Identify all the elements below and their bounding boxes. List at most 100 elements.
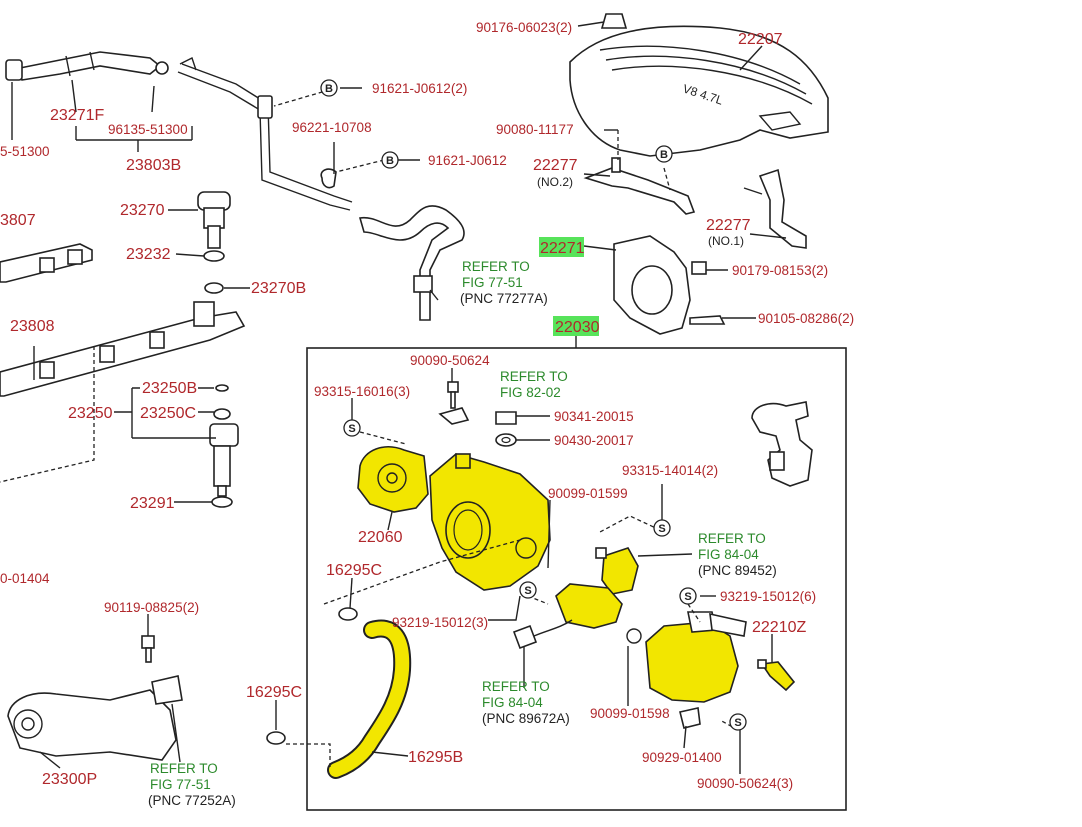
part-label-23808[interactable]: 23808 [10, 318, 55, 335]
part-label-16295c-a[interactable]: 16295C [326, 562, 382, 579]
part-label-90341[interactable]: 90341-20015 [554, 409, 634, 424]
throttle-body-drawing [429, 453, 551, 591]
bolt-90090-drawing [438, 381, 470, 425]
part-label-23232[interactable]: 23232 [126, 246, 171, 263]
part-label-90105[interactable]: 90105-08286(2) [758, 311, 854, 326]
marker-s-2: S [653, 519, 671, 537]
part-label-23271f[interactable]: 23271F [50, 107, 104, 124]
part-label-3807[interactable]: 3807 [0, 212, 36, 229]
part-label-23291[interactable]: 23291 [130, 495, 175, 512]
svg-text:FIG 77-51: FIG 77-51 [462, 275, 523, 290]
refer-block-89672a[interactable]: REFER TO FIG 84-04 (PNC 89672A) [482, 679, 570, 726]
bracket-no2-drawing [583, 157, 696, 215]
marker-s-3: S [519, 581, 537, 599]
part-label-22030[interactable]: 22030 [555, 319, 600, 336]
svg-text:S: S [348, 423, 355, 435]
part-label-16295b[interactable]: 16295B [408, 749, 463, 766]
part-label-22277-no1-sub: (NO.1) [708, 234, 744, 248]
sensor-22210z-drawing [757, 659, 796, 692]
marker-b-2: B [381, 151, 399, 169]
svg-text:FIG 84-04: FIG 84-04 [698, 547, 759, 562]
gasket-drawing [613, 235, 726, 335]
svg-text:(PNC 89452): (PNC 89452) [698, 563, 777, 578]
svg-text:FIG 77-51: FIG 77-51 [150, 777, 211, 792]
part-label-22277-no1[interactable]: 22277 [706, 217, 751, 234]
svg-text:B: B [325, 83, 333, 95]
idle-control-valve-drawing [357, 446, 429, 513]
part-label-01404[interactable]: 0-01404 [0, 571, 50, 586]
svg-text:S: S [734, 717, 741, 729]
part-label-93315-b[interactable]: 93315-14014(2) [622, 463, 718, 478]
clamp-drawing [320, 168, 337, 189]
part-label-90099-a[interactable]: 90099-01599 [548, 486, 628, 501]
part-label-90080[interactable]: 90080-11177 [496, 122, 574, 137]
part-label-23270[interactable]: 23270 [120, 202, 165, 219]
marker-b-3: B [655, 145, 673, 163]
pressure-regulator-drawing [197, 191, 231, 294]
part-label-90119[interactable]: 90119-08825(2) [104, 600, 199, 615]
svg-text:REFER TO: REFER TO [698, 531, 766, 546]
engine-cover-drawing: V8 4.7L [569, 13, 829, 157]
part-label-93219-a[interactable]: 93219-15012(3) [392, 615, 488, 630]
injector-drawing [209, 384, 239, 508]
svg-text:(PNC 77277A): (PNC 77277A) [460, 291, 548, 306]
svg-text:B: B [660, 149, 668, 161]
part-label-90179[interactable]: 90179-08153(2) [732, 263, 828, 278]
fuel-rail-left-drawing [0, 243, 93, 283]
svg-text:(PNC 89672A): (PNC 89672A) [482, 711, 570, 726]
part-label-91621-b[interactable]: 91621-J0612 [428, 153, 507, 168]
fuel-rail-23808-drawing [0, 301, 246, 483]
water-hose-drawing [266, 539, 521, 779]
part-label-93219-b[interactable]: 93219-15012(6) [720, 589, 816, 604]
part-label-22277-no2[interactable]: 22277 [533, 157, 578, 174]
part-label-90929[interactable]: 90929-01400 [642, 750, 722, 765]
svg-text:(PNC 77252A): (PNC 77252A) [148, 793, 236, 808]
part-label-96135[interactable]: 96135-51300 [108, 122, 188, 137]
part-label-5-51300[interactable]: 5-51300 [0, 144, 50, 159]
refer-block-89452[interactable]: REFER TO FIG 84-04 (PNC 89452) [698, 531, 777, 578]
part-label-23250c[interactable]: 23250C [140, 405, 196, 422]
motor-assembly-drawing [645, 611, 747, 729]
part-label-22210z[interactable]: 22210Z [752, 619, 806, 636]
svg-text:S: S [658, 523, 665, 535]
part-label-23250b[interactable]: 23250B [142, 380, 197, 397]
part-label-22207[interactable]: 22207 [738, 31, 783, 48]
part-label-23803b[interactable]: 23803B [126, 157, 181, 174]
part-label-22271[interactable]: 22271 [540, 240, 585, 257]
part-label-93315-a[interactable]: 93315-16016(3) [314, 384, 410, 399]
svg-text:REFER TO: REFER TO [482, 679, 550, 694]
part-label-22060[interactable]: 22060 [358, 529, 403, 546]
part-label-23300p[interactable]: 23300P [42, 771, 97, 788]
part-label-90430[interactable]: 90430-20017 [554, 433, 634, 448]
part-label-90090-b[interactable]: 90090-50624(3) [697, 776, 793, 791]
part-label-90099-b[interactable]: 90099-01598 [590, 706, 670, 721]
part-label-23270b[interactable]: 23270B [251, 280, 306, 297]
part-label-23250[interactable]: 23250 [68, 405, 113, 422]
highlight-22030 [553, 316, 599, 336]
plug-and-gasket-drawing [495, 411, 517, 447]
pump-23300p-drawing [7, 635, 183, 761]
refer-block-fig82-02[interactable]: REFER TO FIG 82-02 [500, 369, 568, 400]
svg-text:S: S [524, 585, 531, 597]
sensor-connector-drawing [751, 401, 813, 487]
marker-s-1: S [343, 419, 361, 437]
refer-block-77252a[interactable]: REFER TO FIG 77-51 (PNC 77252A) [148, 761, 236, 808]
part-label-91621-a[interactable]: 91621-J0612(2) [372, 81, 467, 96]
svg-text:REFER TO: REFER TO [150, 761, 218, 776]
fuel-pipe-drawing [177, 57, 465, 321]
svg-text:REFER TO: REFER TO [462, 259, 530, 274]
svg-text:FIG 84-04: FIG 84-04 [482, 695, 543, 710]
refer-block-77277a[interactable]: REFER TO FIG 77-51 (PNC 77277A) [460, 259, 548, 306]
fuel-hose-drawing [5, 51, 169, 81]
part-label-96221[interactable]: 96221-10708 [292, 120, 372, 135]
throttle-actuator-drawing [512, 583, 642, 650]
part-label-90090-a[interactable]: 90090-50624 [410, 353, 490, 368]
part-label-90176[interactable]: 90176-06023(2) [476, 20, 572, 35]
highlight-22271 [539, 237, 584, 257]
svg-text:REFER TO: REFER TO [500, 369, 568, 384]
bracket-no1-drawing [743, 168, 807, 249]
svg-text:FIG 82-02: FIG 82-02 [500, 385, 561, 400]
tps-sensor-drawing [595, 547, 639, 595]
part-label-16295c-b[interactable]: 16295C [246, 684, 302, 701]
